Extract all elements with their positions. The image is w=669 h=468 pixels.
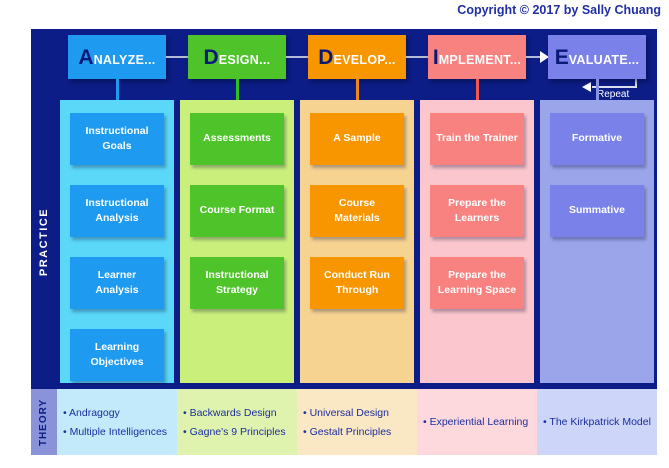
down-arrow-line	[475, 79, 479, 101]
theory-cell-design: Backwards DesignGagne's 9 Principles	[177, 389, 297, 455]
practice-box: A Sample	[310, 113, 404, 165]
practice-box: Assessments	[190, 113, 284, 165]
practice-box: Train the Trainer	[430, 113, 524, 165]
practice-box: Instructional Strategy	[190, 257, 284, 309]
stage-connector-line	[526, 56, 548, 58]
practice-box: Learning Objectives	[70, 329, 164, 381]
practice-box: Learner Analysis	[70, 257, 164, 309]
stage-connector-line	[406, 56, 428, 58]
practice-box: Course Materials	[310, 185, 404, 237]
stage-connector-line	[286, 56, 308, 58]
practice-box: Prepare the Learners	[430, 185, 524, 237]
down-arrow-line	[595, 79, 599, 101]
copyright-text: Copyright © 2017 by Sally Chuang	[457, 3, 661, 17]
practice-axis-label: PRACTICE	[38, 207, 51, 276]
stage-initial-letter: E	[554, 46, 569, 69]
practice-box: Prepare the Learning Space	[430, 257, 524, 309]
theory-axis: THEORY	[31, 389, 57, 455]
stage-title: VALUATE...	[568, 53, 640, 67]
stage-title: MPLEMENT...	[438, 53, 522, 67]
arrow-right-icon	[540, 51, 549, 63]
theory-cell-evaluate: The Kirkpatrick Model	[537, 389, 657, 455]
stage-connector-line	[166, 56, 188, 58]
stage-initial-letter: D	[203, 46, 219, 69]
repeat-label: Repeat	[597, 89, 630, 100]
theory-item: Universal Design	[303, 407, 417, 419]
theory-item: Multiple Intelligences	[63, 426, 177, 438]
theory-cell-implement: Experiential Learning	[417, 389, 537, 455]
theory-item: Backwards Design	[183, 407, 297, 419]
practice-box: Conduct Run Through	[310, 257, 404, 309]
theory-item: Gestalt Principles	[303, 426, 417, 438]
down-arrow-line	[115, 79, 119, 101]
theory-item: The Kirkpatrick Model	[543, 416, 657, 428]
theory-cell-develop: Universal DesignGestalt Principles	[297, 389, 417, 455]
practice-box: Instructional Goals	[70, 113, 164, 165]
stage-initial-letter: A	[78, 46, 94, 69]
theory-item: Andragogy	[63, 407, 177, 419]
down-arrow-line	[355, 79, 359, 101]
stage-title: ESIGN...	[218, 53, 271, 67]
practice-box: Course Format	[190, 185, 284, 237]
theory-axis-label: THEORY	[38, 398, 50, 446]
repeat-loop-line-vertical	[635, 79, 637, 88]
theory-item: Gagne's 9 Principles	[183, 426, 297, 438]
stage-initial-letter: D	[318, 46, 334, 69]
down-arrow-line	[235, 79, 239, 101]
stage-title: NALYZE...	[93, 53, 156, 67]
repeat-arrow-left-icon	[582, 82, 591, 92]
repeat-loop-line-horizontal	[592, 86, 637, 88]
practice-axis: PRACTICE	[31, 100, 57, 383]
practice-box: Summative	[550, 185, 644, 237]
stage-initial-letter: I	[432, 46, 439, 69]
stage-title: EVELOP...	[333, 53, 396, 67]
theory-cell-analyze: AndragogyMultiple Intelligences	[57, 389, 177, 455]
theory-item: Experiential Learning	[423, 416, 537, 428]
practice-box: Instructional Analysis	[70, 185, 164, 237]
practice-box: Formative	[550, 113, 644, 165]
